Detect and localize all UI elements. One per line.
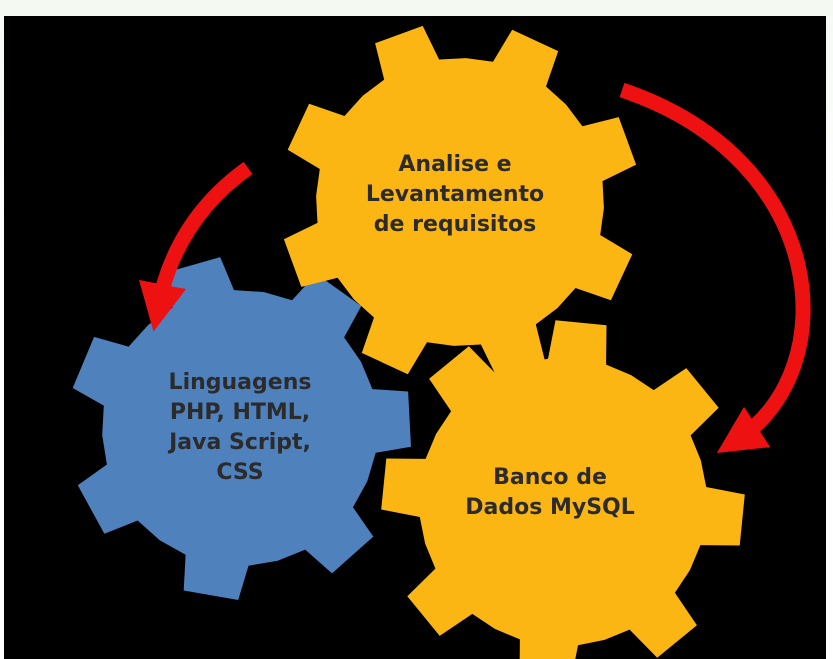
label-line: Banco de: [493, 465, 607, 490]
label-line: Dados MySQL: [465, 494, 635, 520]
label-line: PHP, HTML,: [169, 399, 311, 425]
requirements-gear-label: Analise e Levantamento de requisitos: [350, 150, 560, 240]
gear-icon: [381, 320, 745, 659]
label-line: Linguagens: [168, 370, 312, 395]
arrow-requirements-to-database: [619, 82, 811, 454]
arrow-requirements-to-languages: [138, 161, 253, 332]
languages-gear-label: Linguagens PHP, HTML, Java Script, CSS: [140, 368, 340, 488]
gear-icon: [72, 257, 411, 600]
label-line: CSS: [216, 459, 264, 485]
label-line: de requisitos: [373, 211, 537, 237]
label-line: Java Script,: [169, 429, 311, 455]
database-gear-label: Banco de Dados MySQL: [450, 463, 650, 523]
label-line: Analise e: [398, 152, 512, 177]
gear-icon: [283, 25, 637, 379]
label-line: Levantamento: [365, 181, 545, 207]
